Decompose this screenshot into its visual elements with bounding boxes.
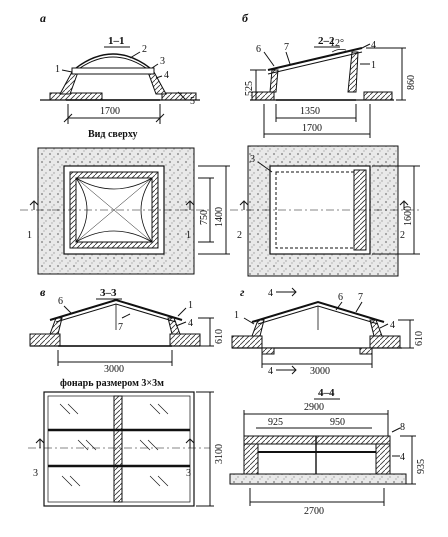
dim-a-plan-outer: 1400 [214,207,225,227]
callout-g-1: 1 [234,310,239,321]
panel-g-section-4-4: 4–4 2900 925 950 8 4 935 2700 [229,387,427,517]
callout-v-6: 6 [58,296,63,307]
callout-g-4b: 4 [400,452,405,463]
panel-a-section: а 1–1 1 2 3 4 5 1700 Вид сверху [40,11,200,140]
callout-a-4: 4 [164,70,169,81]
callout-v-7: 7 [118,322,123,333]
callout-a-3: 3 [160,56,165,67]
section-3-3-title: 3–3 [100,287,117,299]
dim-a-plan-inner: 750 [199,210,210,225]
dim-v-3100: 3100 [214,444,225,464]
section-1-1-title: 1–1 [108,35,125,47]
dim-g-2700: 2700 [304,506,324,517]
dim-g-925: 925 [268,417,283,428]
callout-v-4: 4 [188,318,193,329]
panel-a-plan: 1 1 750 1400 [20,147,230,275]
panel-v-plan: 3 3 3100 [28,391,225,507]
callout-a-2: 2 [142,44,147,55]
dim-b-1700: 1700 [302,123,322,134]
plan-a-caption: Вид сверху [88,129,137,140]
dim-g-2900: 2900 [304,402,324,413]
section-2-2-title: 2–2 [318,35,335,47]
callout-g-7: 7 [358,292,363,303]
callout-b-7: 7 [284,42,289,53]
callout-a-5: 5 [190,96,195,107]
callout-g-8: 8 [400,422,405,433]
panel-v-section: в 3–3 6 1 4 7 610 3000 фонарь размером 3… [29,285,225,389]
callout-a-1: 1 [55,64,60,75]
dim-g-950: 950 [330,417,345,428]
dim-b-525: 525 [244,81,255,96]
cut-mark-a-left: 1 [27,230,32,241]
cut-mark-a-right: 1 [186,230,191,241]
panel-a-letter: а [40,11,46,25]
dim-v-3000: 3000 [104,364,124,375]
dim-g-3000: 3000 [310,366,330,377]
dim-v-610: 610 [214,329,225,344]
callout-b-1: 1 [371,60,376,71]
plan-v-caption: фонарь размером 3×3м [60,378,164,389]
panel-b-section: б 2–2 6 7 4 1 12° 525 860 135 [242,11,417,138]
dim-b-860: 860 [406,75,417,90]
callout-g-6: 6 [338,292,343,303]
section-4-4-title: 4–4 [318,387,335,399]
panel-g-letter: г [240,285,245,299]
panel-b-letter: б [242,11,249,25]
cut-mark-v-right: 3 [186,468,191,479]
section-mark-g-bottom: 4 [268,366,273,377]
dim-b-1600: 1600 [403,206,414,226]
cut-mark-b-right: 2 [400,230,405,241]
dim-g-610: 610 [414,331,425,346]
angle-b: 12° [330,38,344,49]
callout-b-3: 3 [250,154,255,165]
panel-g-section: г 4 1 6 7 4 610 3000 4 [231,285,425,377]
cut-mark-b-left: 2 [237,230,242,241]
dim-b-1350: 1350 [300,106,320,117]
callout-v-1: 1 [188,300,193,311]
panel-v-letter: в [40,285,46,299]
dim-g-935: 935 [416,459,427,474]
callout-b-4: 4 [371,40,376,51]
callout-b-6: 6 [256,44,261,55]
dim-a-width: 1700 [100,106,120,117]
section-mark-g-top: 4 [268,288,273,299]
callout-g-4: 4 [390,320,395,331]
panel-b-plan: 2 2 3 1600 [230,145,420,277]
cut-mark-v-left: 3 [33,468,38,479]
